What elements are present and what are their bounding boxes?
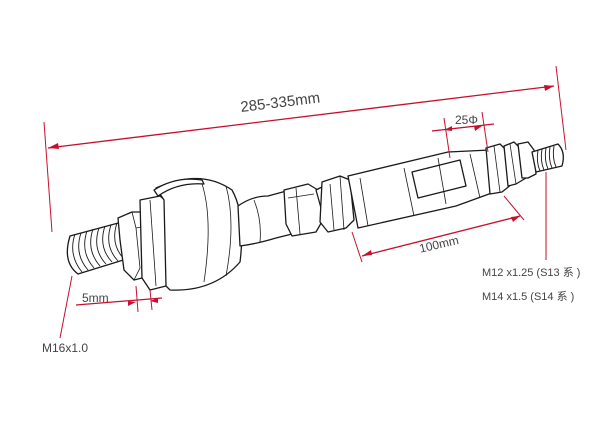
outer-thread-label-2: M14 x1.5 (S14 系 ) bbox=[482, 290, 574, 303]
inner-threaded-stud bbox=[66, 221, 131, 275]
outer-threaded-stud bbox=[531, 143, 564, 173]
lock-nut bbox=[319, 175, 355, 233]
outer-thread-callout: M12 x1.25 (S13 系 ) M14 x1.5 (S14 系 ) bbox=[482, 172, 580, 303]
ball-housing bbox=[153, 177, 243, 291]
diameter-dimension: 25Φ bbox=[431, 111, 495, 159]
adjuster-sleeve bbox=[347, 149, 501, 229]
inner-thread-label: M16x1.0 bbox=[42, 341, 88, 355]
adjust-length-label: 100mm bbox=[418, 233, 460, 256]
nut-width-dimension: 5mm bbox=[75, 285, 163, 313]
nut-width-label: 5mm bbox=[82, 291, 109, 305]
outer-nuts bbox=[485, 141, 537, 195]
tie-rod-drawing bbox=[66, 141, 564, 291]
inner-thread-callout: M16x1.0 bbox=[42, 275, 88, 355]
diameter-label: 25Φ bbox=[455, 113, 478, 127]
outer-thread-label-1: M12 x1.25 (S13 系 ) bbox=[482, 266, 580, 279]
overall-length-label: 285-335mm bbox=[240, 89, 322, 116]
